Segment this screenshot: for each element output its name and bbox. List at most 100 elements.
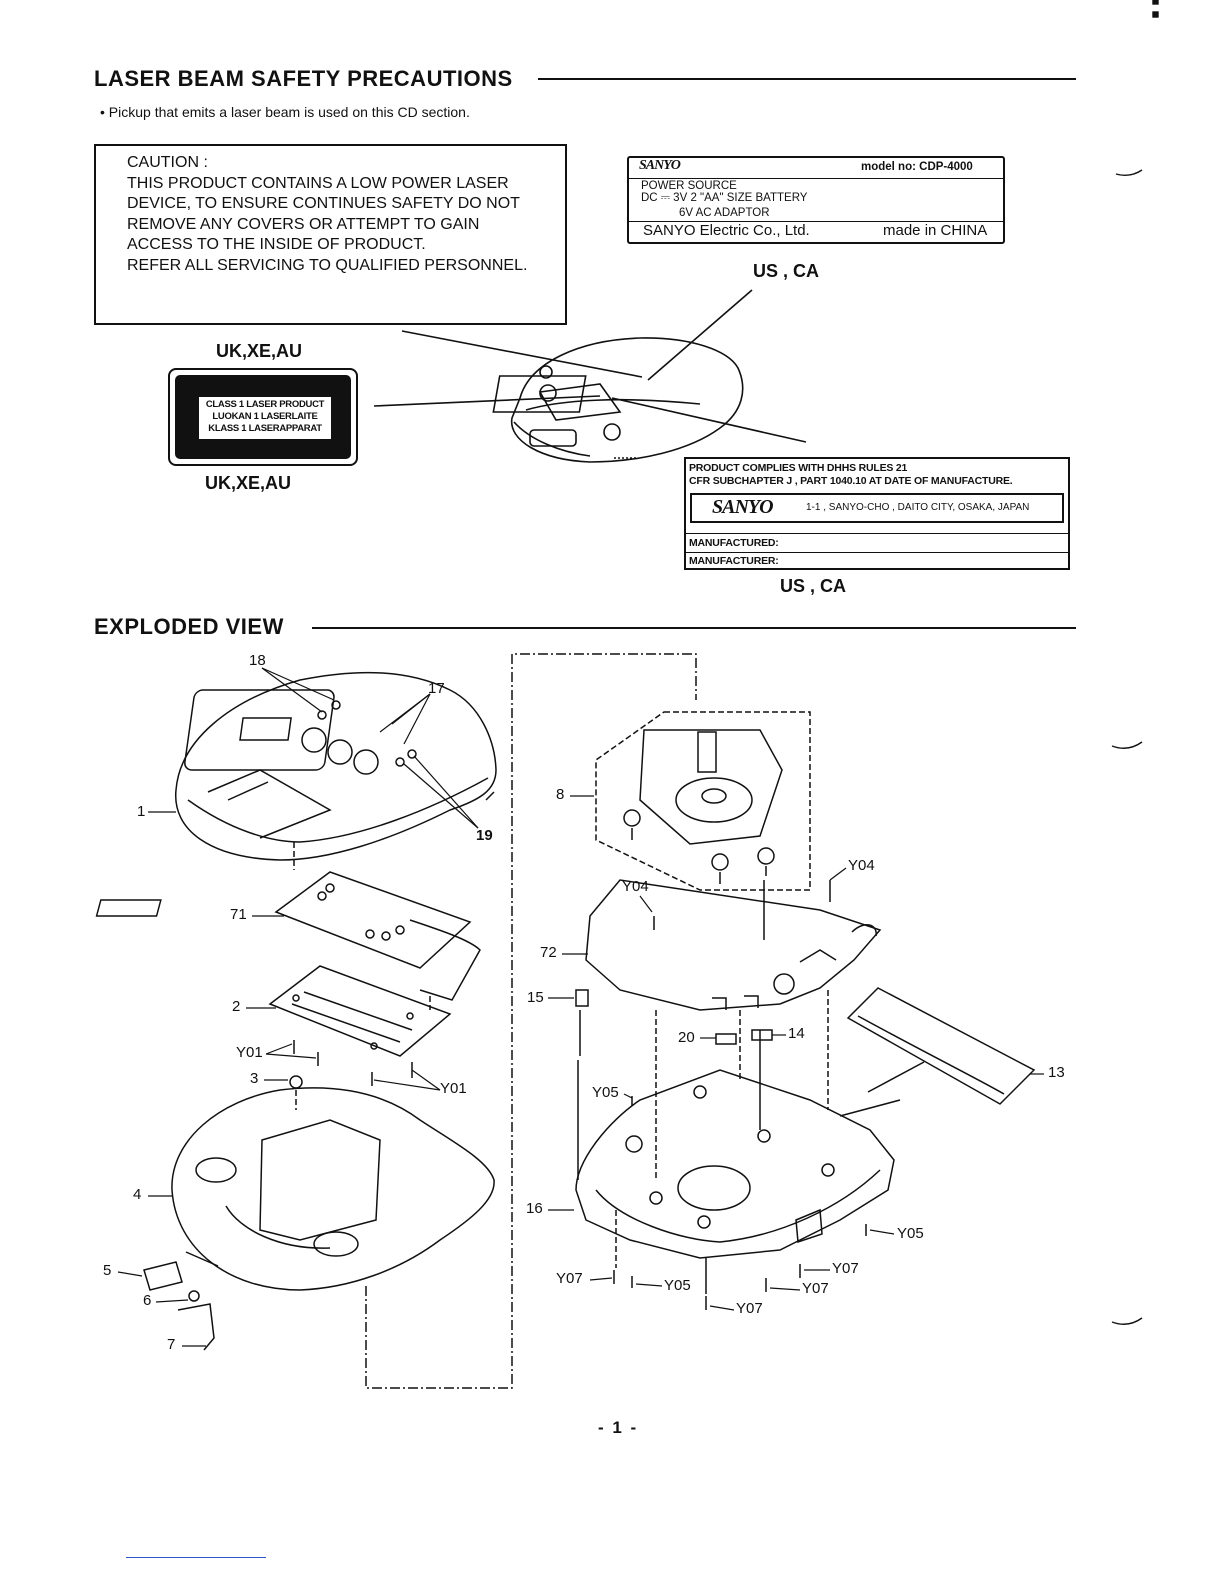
ac-adaptor-line: 6V AC ADAPTOR — [679, 207, 770, 219]
callout-y07-right-top: Y07 — [832, 1260, 859, 1277]
damper — [711, 853, 729, 871]
part-5 — [143, 1261, 183, 1291]
pickup-sled — [697, 731, 717, 773]
bottom-case-edge — [185, 1251, 219, 1267]
mechanism-8 — [639, 729, 783, 845]
company-name: SANYO Electric Co., Ltd. — [643, 222, 810, 239]
top-cover-rim — [187, 777, 489, 843]
class1-laser-label: CLASS 1 LASER PRODUCT LUOKAN 1 LASERLAIT… — [168, 368, 358, 466]
dhhs-compliance-label: PRODUCT COMPLIES WITH DHHS RULES 21 CFR … — [684, 457, 1070, 570]
player-foot — [539, 365, 553, 379]
chassis-rim — [595, 1169, 881, 1243]
part-15 — [575, 989, 589, 1007]
class-label-frame: CLASS 1 LASER PRODUCT LUOKAN 1 LASERLAIT… — [175, 375, 351, 459]
callout-17: 17 — [428, 680, 445, 697]
mechanism-box — [595, 711, 811, 891]
footer-link-rule — [126, 1557, 266, 1558]
caution-line: REFER ALL SERVICING TO QUALIFIED PERSONN… — [127, 256, 528, 274]
top-cover-window — [207, 769, 332, 839]
ribbon-cable — [839, 1099, 901, 1117]
dc-battery-line: DC ⎓ 3V 2 "AA" SIZE BATTERY — [641, 192, 808, 204]
board-71-flap — [409, 919, 481, 1001]
leader-us-label — [647, 289, 753, 381]
callout-19: 19 — [476, 827, 493, 844]
cover-latch — [485, 791, 495, 801]
edge-mark — [1115, 169, 1143, 177]
caution-line: THIS PRODUCT CONTAINS A LOW POWER LASER — [127, 174, 509, 192]
callout-5: 5 — [103, 1262, 112, 1279]
callout-y05-right: Y05 — [897, 1225, 924, 1242]
edge-mark — [1111, 1317, 1143, 1325]
leader-caution — [401, 330, 643, 378]
dhhs-line-2: CFR SUBCHAPTER J , PART 1040.10 AT DATE … — [689, 475, 1013, 487]
board-lcd — [95, 899, 162, 917]
title-rule — [538, 78, 1076, 80]
top-panel — [184, 689, 335, 771]
bottom-case-hole — [313, 1231, 359, 1257]
player-lower-edge — [513, 421, 591, 457]
top-cover-window-line — [227, 781, 269, 801]
model-number: model no: CDP-4000 — [861, 161, 973, 173]
callout-y04-right: Y04 — [848, 857, 875, 874]
edge-mark — [1111, 741, 1143, 749]
indicator — [407, 749, 417, 759]
spindle — [701, 788, 727, 804]
callout-y07-bottom: Y07 — [736, 1300, 763, 1317]
region-uk-top: UK,XE,AU — [216, 341, 303, 361]
class-label-text: CLASS 1 LASER PRODUCT LUOKAN 1 LASERLAIT… — [199, 397, 331, 439]
edge-mark — [1152, 0, 1159, 5]
callout-4: 4 — [133, 1186, 142, 1203]
part-13-edge — [857, 1015, 1005, 1095]
dhhs-address-box: SANYO 1-1 , SANYO-CHO , DAITO CITY, OSAK… — [690, 493, 1064, 523]
bottom-case-hole — [195, 1157, 237, 1183]
callout-y05-left: Y05 — [592, 1084, 619, 1101]
part-14 — [751, 1029, 773, 1041]
leader-dhhs — [611, 397, 807, 443]
section-title-exploded-view: EXPLODED VIEW — [94, 614, 284, 639]
player-foot — [603, 423, 621, 441]
callout-7: 7 — [167, 1336, 176, 1353]
pcb-gear — [773, 973, 795, 995]
caution-line: REMOVE ANY COVERS OR ATTEMPT TO GAIN — [127, 215, 480, 233]
callout-y05-bottom: Y05 — [664, 1277, 691, 1294]
caution-box: CAUTION : THIS PRODUCT CONTAINS A LOW PO… — [94, 144, 567, 325]
chassis-opening — [677, 1165, 751, 1211]
dhhs-divider — [686, 552, 1068, 553]
bottom-case-pickup-opening — [259, 1119, 381, 1241]
dhhs-line-1: PRODUCT COMPLIES WITH DHHS RULES 21 — [689, 462, 908, 474]
callout-y01-left: Y01 — [236, 1044, 263, 1061]
callout-18: 18 — [249, 652, 266, 669]
us-label-footer: SANYO Electric Co., Ltd. made in CHINA — [629, 221, 1003, 242]
leader-class-label — [373, 395, 601, 407]
class-line: CLASS 1 LASER PRODUCT — [205, 399, 325, 410]
part-6 — [188, 1290, 200, 1302]
callout-y01-right: Y01 — [440, 1080, 467, 1097]
indicator — [317, 710, 327, 720]
chassis-port — [795, 1208, 823, 1244]
main-pcb-72 — [585, 879, 882, 1011]
caution-text: CAUTION : THIS PRODUCT CONTAINS A LOW PO… — [127, 153, 527, 277]
chassis-16 — [575, 1069, 895, 1259]
caution-line: ACCESS TO THE INSIDE OF PRODUCT. — [127, 236, 426, 254]
manufactured-field: MANUFACTURED: — [689, 537, 779, 549]
callout-16: 16 — [526, 1200, 543, 1217]
section-title-laser-safety: LASER BEAM SAFETY PRECAUTIONS — [94, 66, 513, 91]
callout-6: 6 — [143, 1292, 152, 1309]
callout-8: 8 — [556, 786, 565, 803]
callout-14: 14 — [788, 1025, 805, 1042]
board-71 — [274, 871, 472, 969]
sanyo-address: 1-1 , SANYO-CHO , DAITO CITY, OSAKA, JAP… — [806, 502, 1030, 513]
class-line: LUOKAN 1 LASERLAITE — [212, 411, 318, 422]
callout-y07-right-bottom: Y07 — [802, 1280, 829, 1297]
plate-2 — [268, 965, 452, 1057]
region-us-ca-bottom: US , CA — [780, 576, 847, 596]
callout-2: 2 — [232, 998, 241, 1015]
sanyo-logo: SANYO — [639, 158, 681, 173]
part-7 — [177, 1303, 215, 1351]
pcb-connector — [851, 924, 877, 937]
power-source-label: POWER SOURCE — [641, 180, 737, 192]
plate-slot — [303, 991, 413, 1031]
button — [301, 727, 327, 753]
callout-15: 15 — [527, 989, 544, 1006]
